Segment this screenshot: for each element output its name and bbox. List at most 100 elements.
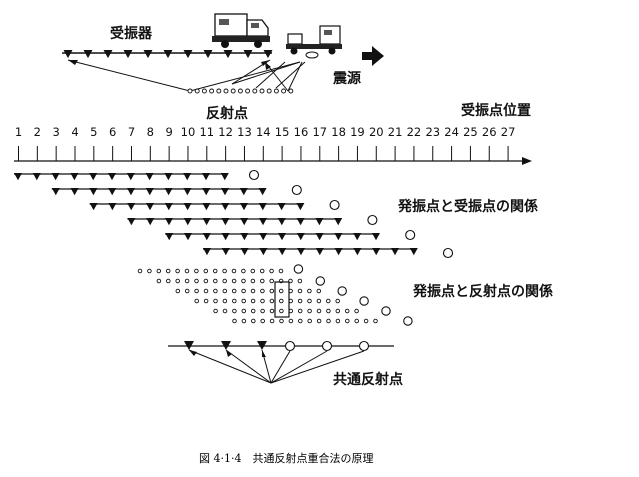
reflection-point-rows [137,264,413,326]
geophone-triangle-icon [243,50,253,59]
reflection-dot-icon [241,288,246,294]
reflection-dot-icon [266,88,272,94]
source-circle-icon [358,340,370,352]
geophone-triangle-icon [32,173,41,181]
reflection-dot-icon [231,278,237,284]
reflection-dot-icon [259,88,265,94]
reflection-dot-icon [250,268,256,274]
geophone-triangle-icon [143,50,153,59]
axis-number: 25 [463,125,478,139]
reflection-dot-icon [297,298,303,304]
reflection-dot-icon [194,88,200,94]
reflection-dot-icon [260,308,265,314]
reflection-dot-icon [335,298,340,304]
geophone-triangle-icon [297,248,305,256]
source-label: 震源 [332,70,361,87]
reflection-dot-icon [316,308,322,314]
source-truck-icon [286,25,342,59]
geophone-triangle-icon [108,203,117,211]
reflection-dot-icon [269,288,275,294]
geophone-triangle-icon [239,188,248,196]
receivers-label: 受振器 [110,25,153,42]
geophone-triangle-icon [164,203,173,211]
reflection-dot-icon [187,88,193,94]
geophone-triangle-icon [221,341,231,350]
reflection-dot-icon [269,308,275,314]
geophone-triangle-icon [221,233,230,241]
reflection-dot-icon [297,308,303,314]
axis-number: 10 [181,125,196,139]
axis-number: 26 [482,125,497,139]
geophone-triangle-icon [278,233,286,241]
cmp-geophones [184,340,370,352]
vibrator-truck-icon [212,13,270,48]
reflection-dot-icon [165,268,171,274]
axis-number: 8 [147,125,154,139]
reflection-dot-icon [184,278,190,284]
reflection-dot-icon [203,278,209,284]
reflection-dot-icon [147,268,152,274]
axis-number: 13 [237,125,252,139]
geophone-triangle-icon [221,188,229,196]
right-arrow-icon [362,46,384,66]
geophone-triangle-icon [126,173,135,181]
reflection-dot-icon [354,308,359,314]
source-circle-icon [359,296,369,306]
axis-number: 9 [165,125,172,139]
reflection-dot-icon [269,278,274,284]
reflection-dot-icon [203,288,209,294]
receiver-spreads [14,169,454,259]
geophone-triangle-icon [240,248,249,256]
reflection-dot-icon [297,288,303,294]
receiver-position-label: 受振点位置 [461,102,531,119]
reflection-dot-icon [252,88,258,94]
reflection-dot-icon [344,308,350,314]
geophone-triangle-icon [259,248,268,256]
source-circle-icon [248,169,260,181]
geophone-triangle-icon [334,233,343,241]
geophone-triangle-icon [353,248,362,256]
geophone-triangle-icon [127,188,135,196]
axis-number: 24 [444,125,459,139]
geophone-triangle-icon [165,218,173,226]
reflection-dot-icon [326,318,331,324]
geophone-triangle-icon [259,218,267,226]
geophone-triangle-icon [183,173,192,181]
geophone-triangle-icon [296,233,305,241]
geophone-triangle-icon [203,50,213,59]
top-ray-arrowheads [68,60,271,70]
reflection-dot-icon [216,88,222,94]
reflection-dot-icon [269,268,274,274]
geophone-triangle-icon [372,233,380,241]
source-circle-icon [293,264,304,274]
geophone-triangle-icon [145,188,154,196]
geophone-triangle-icon [146,203,154,211]
top-schematic: 受振器 震源 [62,13,531,122]
axis-number: 16 [294,125,309,139]
reflection-dot-icon [222,268,227,274]
reflection-dot-icon [241,308,247,314]
geophone-triangle-icon [123,50,133,59]
reflection-dot-icon [288,278,293,284]
reflection-dot-icon [232,308,237,314]
source-circle-icon [337,286,347,296]
geophone-triangle-icon [296,218,305,226]
geophone-triangle-icon [409,248,418,256]
geophone-triangle-icon [334,218,343,226]
axis-number: 1 [15,125,22,139]
geophone-triangle-icon [277,218,286,226]
axis-number: 20 [369,125,384,139]
reflection-dot-icon [273,88,279,94]
reflection-dot-icon [297,278,303,284]
axis-number: 6 [109,125,116,139]
axis-number: 4 [71,125,78,139]
reflection-dot-icon [279,298,284,304]
source-circle-icon [381,306,391,316]
geophone-triangle-icon [315,233,324,241]
common-reflection-point-detail: 共通反射点 [168,340,403,388]
reflection-dot-icon [269,318,275,324]
reflection-dot-icon [245,88,251,94]
geophone-triangle-icon [277,203,286,211]
geophone-triangle-icon [145,173,154,181]
